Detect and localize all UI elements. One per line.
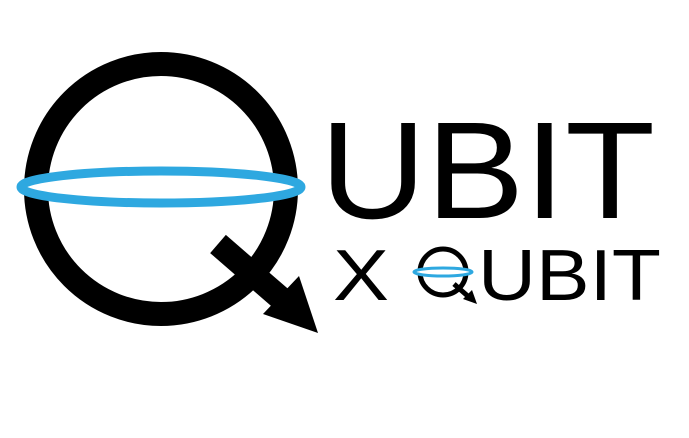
big-q-arrow-head-icon xyxy=(263,276,318,333)
small-q-orbit-ring-icon xyxy=(412,266,474,278)
big-q-mark-icon xyxy=(16,52,318,333)
small-q-arrow-head-icon xyxy=(463,290,477,304)
logo-line2-x-text: X xyxy=(333,236,389,316)
small-q-mark-icon xyxy=(412,246,477,304)
logo-line2-word-text: UBIT xyxy=(478,236,661,316)
logo-line1-text: UBIT xyxy=(320,94,655,248)
